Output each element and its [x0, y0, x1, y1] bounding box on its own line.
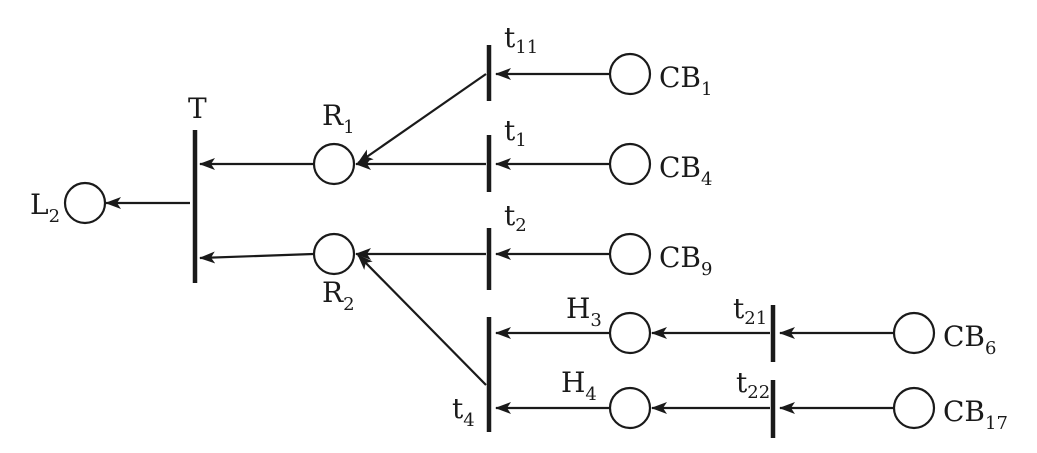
- place-CB4-circle: [608, 142, 652, 186]
- place-H3-circle: [608, 311, 652, 355]
- place-CB9-label: CB9: [659, 241, 712, 280]
- place-H4-circle: [608, 386, 652, 430]
- place-R2-label: R2: [322, 276, 355, 315]
- place-CB9-circle: [608, 232, 652, 276]
- transition-t4-label: t4: [452, 392, 475, 431]
- transition-t1-label: t1: [504, 114, 527, 151]
- place-H3-label: H3: [566, 292, 602, 331]
- place-CB17-circle: [892, 386, 936, 430]
- arc-t4-to-R2: [357, 254, 487, 386]
- transition-t22-label: t22: [736, 366, 770, 403]
- transition-t11-label: t11: [504, 21, 538, 58]
- place-L2-label: L2: [30, 188, 60, 227]
- place-R2-circle: [312, 232, 356, 276]
- place-CB6-circle: [892, 311, 936, 355]
- place-CB1-circle: [608, 52, 652, 96]
- place-R1-label: R1: [322, 99, 355, 138]
- place-H4-label: H4: [561, 366, 597, 405]
- place-R1-circle: [312, 142, 356, 186]
- place-CB1-label: CB1: [659, 61, 712, 100]
- arc-R2-to-T: [199, 251, 314, 264]
- transitions: [192, 45, 776, 438]
- transition-T-label: T: [188, 92, 207, 125]
- place-CB6-label: CB6: [943, 320, 996, 359]
- arcs: [105, 68, 894, 414]
- transition-t21-label: t21: [733, 292, 767, 329]
- places: [63, 52, 936, 430]
- labels: L2 R1 R2 H3 H4 CB1 CB4 CB9 CB6 CB17 T t1…: [30, 21, 1008, 434]
- arc-t11-to-R1: [357, 73, 487, 164]
- transition-t2-label: t2: [504, 199, 527, 236]
- place-CB4-label: CB4: [659, 151, 712, 190]
- place-L2-circle: [63, 181, 107, 225]
- place-CB17-label: CB17: [943, 395, 1008, 434]
